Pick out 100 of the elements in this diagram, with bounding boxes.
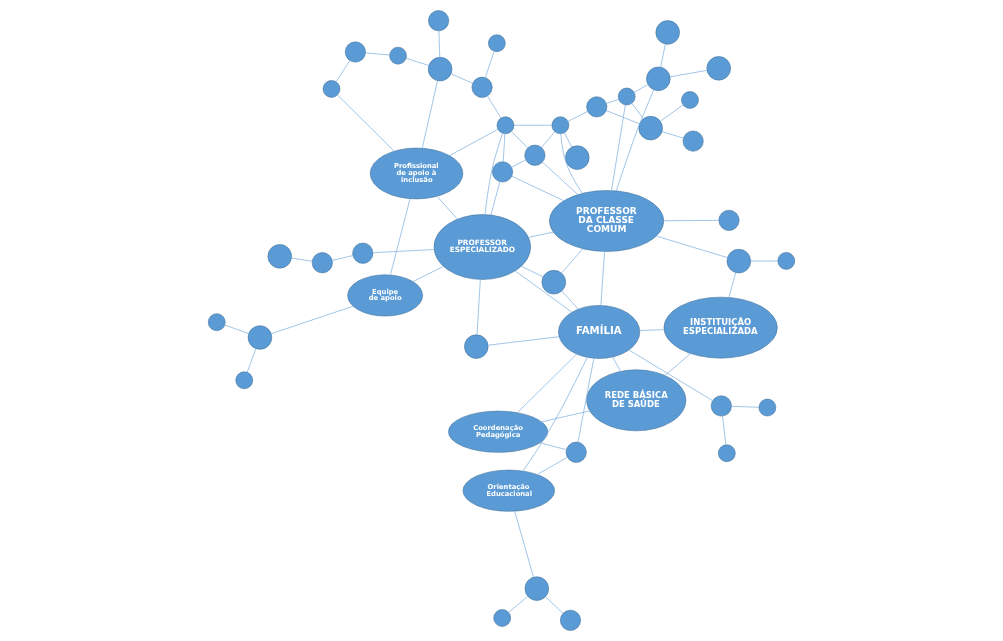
connector	[270, 305, 354, 335]
node-circle	[758, 398, 777, 417]
connector	[502, 133, 506, 162]
connector	[660, 43, 666, 68]
node-circle	[496, 116, 515, 134]
connector	[722, 415, 727, 446]
connector	[365, 52, 390, 56]
node-circle	[706, 56, 731, 81]
connector	[513, 124, 553, 126]
node-circle	[718, 209, 740, 231]
node-circle	[560, 609, 581, 631]
node-circle	[638, 116, 663, 141]
connector	[528, 231, 554, 238]
connector	[390, 198, 411, 276]
node-circle	[322, 80, 341, 98]
connector	[438, 30, 441, 58]
node-circle	[565, 441, 587, 463]
connector	[600, 251, 605, 306]
node-circle	[551, 116, 570, 134]
connector	[436, 196, 458, 220]
node-circle	[777, 252, 795, 270]
connector	[545, 596, 564, 614]
node-ellipse: INSTITUIÇÃO ESPECIALIZADA	[663, 296, 778, 359]
connector	[517, 353, 578, 413]
connector	[476, 279, 481, 335]
connector	[541, 410, 591, 423]
node-ellipse: FAMÍLIA	[558, 305, 641, 359]
connector	[750, 260, 779, 262]
connector	[485, 51, 495, 78]
connector	[577, 358, 595, 443]
node-circle	[718, 444, 736, 462]
node-circle	[586, 96, 608, 118]
connector	[728, 272, 737, 298]
connector	[511, 175, 565, 202]
node-circle	[464, 334, 489, 359]
node-circle	[655, 20, 680, 45]
node-circle	[646, 66, 671, 91]
node-circle	[311, 252, 333, 274]
connector	[487, 95, 502, 119]
connector	[521, 265, 544, 278]
connector	[487, 336, 560, 346]
connector	[567, 111, 588, 122]
node-circle	[428, 57, 453, 82]
node-circle	[681, 91, 699, 109]
node-circle	[267, 244, 292, 269]
connector	[332, 255, 354, 261]
node-circle	[389, 46, 407, 65]
connector	[615, 89, 655, 192]
connector	[663, 220, 720, 222]
node-circle	[493, 609, 511, 627]
connector	[514, 270, 573, 313]
connector	[560, 133, 583, 194]
connector	[412, 266, 444, 282]
node-circle	[617, 87, 636, 106]
connector	[511, 159, 527, 168]
node-ellipse: PROFESSOR DA CLASSE COMUM	[549, 190, 664, 252]
node-circle	[726, 248, 751, 274]
node-circle	[710, 395, 732, 417]
connector	[561, 248, 584, 274]
connector	[606, 98, 620, 104]
connector	[664, 353, 691, 376]
connector	[639, 329, 665, 331]
node-circle	[524, 144, 546, 166]
connector	[731, 405, 760, 408]
connector	[224, 324, 249, 334]
node-circle	[565, 145, 590, 170]
connector	[490, 181, 501, 216]
node-ellipse: REDE BÁSICA DE SAÚDE	[586, 369, 687, 432]
node-circle	[471, 76, 493, 98]
connector	[631, 102, 644, 120]
connector	[421, 80, 438, 149]
connector	[484, 133, 503, 215]
node-circle	[488, 34, 506, 52]
connector	[335, 60, 351, 82]
connector	[669, 70, 708, 78]
node-circle	[682, 130, 704, 152]
connector	[511, 130, 529, 149]
connector	[537, 457, 568, 475]
connector	[508, 595, 529, 613]
connector	[539, 442, 567, 451]
connector	[563, 132, 573, 148]
connector	[605, 110, 640, 125]
connector	[449, 129, 499, 156]
connector	[660, 104, 684, 122]
connector	[542, 161, 579, 195]
connector	[514, 511, 534, 578]
node-circle	[344, 41, 366, 63]
node-circle	[524, 576, 549, 601]
connector	[405, 57, 429, 66]
connector	[661, 131, 684, 139]
connector	[450, 73, 473, 84]
connector	[291, 257, 313, 262]
node-circle	[247, 325, 273, 350]
connector	[372, 249, 435, 254]
node-circle	[208, 313, 226, 331]
node-circle	[428, 10, 450, 32]
node-circle	[492, 161, 513, 183]
connector	[337, 94, 395, 152]
connector	[246, 348, 257, 373]
connector	[656, 235, 728, 258]
